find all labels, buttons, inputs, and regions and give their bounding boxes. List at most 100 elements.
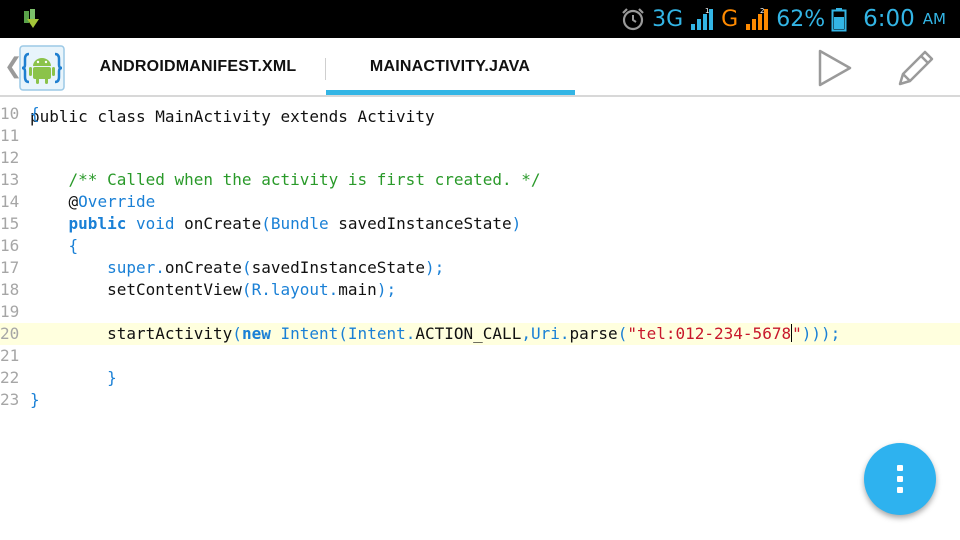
code-token xyxy=(30,214,69,233)
code-line[interactable]: 14 @Override xyxy=(0,191,960,213)
android-braces-icon[interactable] xyxy=(19,45,65,91)
code-token: ) xyxy=(511,214,522,233)
code-token: parse xyxy=(569,324,618,343)
code-line[interactable]: 17 super.onCreate(savedInstanceState); xyxy=(0,257,960,279)
code-text: setContentView(R.layout.main); xyxy=(30,279,396,301)
code-token: Intent xyxy=(280,324,339,343)
tab-label: ANDROIDMANIFEST.XML xyxy=(99,57,297,75)
code-token: startActivity xyxy=(30,324,233,343)
code-token: , xyxy=(521,324,531,343)
tab-divider xyxy=(325,58,326,80)
alarm-icon xyxy=(622,8,644,31)
network-type-1: 3G xyxy=(652,6,684,32)
tab-label: MAINACTIVITY.JAVA xyxy=(369,57,531,75)
clock-ampm: AM xyxy=(922,10,946,28)
line-number: 16 xyxy=(0,236,20,255)
code-token: . xyxy=(155,258,165,277)
code-token: ( xyxy=(232,324,242,343)
line-number: 19 xyxy=(0,302,20,321)
battery-percent: 62% xyxy=(776,6,826,32)
code-token: Uri xyxy=(530,324,560,343)
code-token: ); xyxy=(424,258,445,277)
code-token: setContentView xyxy=(30,280,242,299)
code-token: ( xyxy=(617,324,628,343)
code-token xyxy=(30,258,107,277)
status-bar: 3G 1 G 2 62% 6:00 AM xyxy=(0,0,960,38)
download-icon xyxy=(24,9,39,28)
code-editor[interactable]: public class MainActivity extends Activi… xyxy=(0,97,960,540)
code-token: . xyxy=(261,280,271,299)
code-text: startActivity(new Intent(Intent.ACTION_C… xyxy=(30,323,840,345)
code-token: public xyxy=(68,214,127,233)
code-token: { xyxy=(30,236,79,255)
code-token: Override xyxy=(78,192,156,211)
code-line-partial: public class MainActivity extends Activi… xyxy=(0,97,960,126)
code-token: super xyxy=(107,258,156,277)
code-text: { xyxy=(30,235,79,257)
code-text: } xyxy=(30,367,117,389)
code-token: . xyxy=(328,280,339,299)
code-token: ); xyxy=(376,280,397,299)
toolbar-divider xyxy=(0,95,960,97)
network-type-2: G xyxy=(721,6,739,32)
code-token: void xyxy=(135,214,175,233)
code-text: /** Called when the activity is first cr… xyxy=(30,169,541,191)
signal-icon-sim1: 1 xyxy=(691,7,714,30)
code-token: { xyxy=(30,104,40,123)
signal-icon-sim2: 2 xyxy=(746,7,769,30)
line-number: 15 xyxy=(0,214,20,233)
code-token: ACTION_CALL xyxy=(415,324,522,343)
code-text: @Override xyxy=(30,191,156,213)
tab-mainactivity[interactable]: MAINACTIVITY.JAVA xyxy=(326,38,575,96)
line-number: 10 xyxy=(0,104,20,123)
line-number: 17 xyxy=(0,258,20,277)
code-token: ( xyxy=(338,324,348,343)
chevron-left-icon[interactable]: ❮ xyxy=(4,54,23,79)
code-token: ( xyxy=(241,280,252,299)
code-token: "tel:012-234-5678 xyxy=(627,324,792,343)
line-number: 20 xyxy=(0,324,20,343)
sim2-index: 2 xyxy=(760,7,764,15)
code-token xyxy=(126,214,136,233)
battery-icon xyxy=(831,8,847,32)
code-line[interactable]: 21 xyxy=(0,345,960,367)
line-number: 11 xyxy=(0,126,20,145)
line-number: 21 xyxy=(0,346,20,365)
code-token: ))); xyxy=(801,324,841,343)
code-token: layout xyxy=(270,280,329,299)
code-text: { xyxy=(30,103,40,125)
sim1-index: 1 xyxy=(705,7,709,15)
code-token: /** Called when the activity is first cr… xyxy=(30,170,541,189)
code-token: ( xyxy=(261,214,271,233)
code-text: public class MainActivity extends Activi… xyxy=(30,107,435,126)
code-text: super.onCreate(savedInstanceState); xyxy=(30,257,444,279)
code-line[interactable]: 18 setContentView(R.layout.main); xyxy=(0,279,960,301)
code-line[interactable]: 19 xyxy=(0,301,960,323)
code-line[interactable]: 22 } xyxy=(0,367,960,389)
pencil-icon[interactable] xyxy=(894,46,938,90)
play-icon[interactable] xyxy=(812,46,856,90)
tab-androidmanifest[interactable]: ANDROIDMANIFEST.XML xyxy=(70,38,326,95)
code-line[interactable]: 13 /** Called when the activity is first… xyxy=(0,169,960,191)
text-cursor xyxy=(791,324,793,342)
code-line-current[interactable]: 20 startActivity(new Intent(Intent.ACTIO… xyxy=(0,323,960,345)
code-line[interactable]: 15 public void onCreate(Bundle savedInst… xyxy=(0,213,960,235)
code-token: savedInstanceState xyxy=(251,258,425,277)
more-options-button[interactable] xyxy=(864,443,936,515)
line-number: 18 xyxy=(0,280,20,299)
code-line[interactable]: 10 { xyxy=(0,103,960,125)
code-token: main xyxy=(338,280,377,299)
code-token: ( xyxy=(241,258,252,277)
code-token: @ xyxy=(30,192,79,211)
code-token: " xyxy=(792,324,802,343)
code-token: onCreate xyxy=(174,214,262,233)
code-line[interactable]: 11 xyxy=(0,125,960,147)
code-text: } xyxy=(30,389,40,411)
code-line[interactable]: 16 { xyxy=(0,235,960,257)
code-line[interactable]: 23} xyxy=(0,389,960,411)
code-line[interactable]: 12 xyxy=(0,147,960,169)
code-text: public void onCreate(Bundle savedInstanc… xyxy=(30,213,522,235)
code-token: new xyxy=(241,324,271,343)
code-token: } xyxy=(30,390,40,409)
line-number: 14 xyxy=(0,192,20,211)
